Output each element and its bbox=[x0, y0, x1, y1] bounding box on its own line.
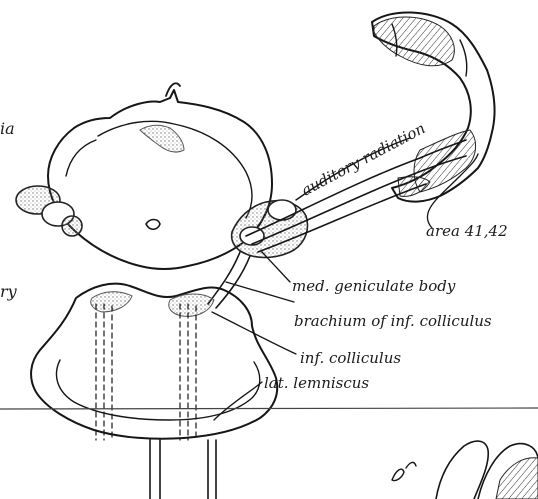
margin-fragment-mid: ry bbox=[0, 282, 18, 301]
label-medial-geniculate-body: med. geniculate body bbox=[292, 277, 456, 295]
medial-geniculate-body bbox=[232, 200, 308, 257]
auditory-cortex bbox=[372, 12, 494, 201]
label-brachium-inf-colliculus: brachium of inf. colliculus bbox=[294, 312, 492, 330]
brainstem-lower-section bbox=[31, 284, 277, 440]
label-lat-lemniscus: lat. lemniscus bbox=[264, 374, 369, 392]
page-divider bbox=[0, 408, 538, 409]
label-area-41-42: area 41,42 bbox=[426, 222, 508, 240]
left-lateral-bodies bbox=[16, 186, 82, 236]
margin-fragment-top: ia bbox=[0, 119, 15, 138]
label-inf-colliculus: inf. colliculus bbox=[300, 349, 401, 367]
bottom-right-fragment bbox=[392, 441, 538, 499]
lower-ascending-tracts bbox=[150, 440, 216, 499]
